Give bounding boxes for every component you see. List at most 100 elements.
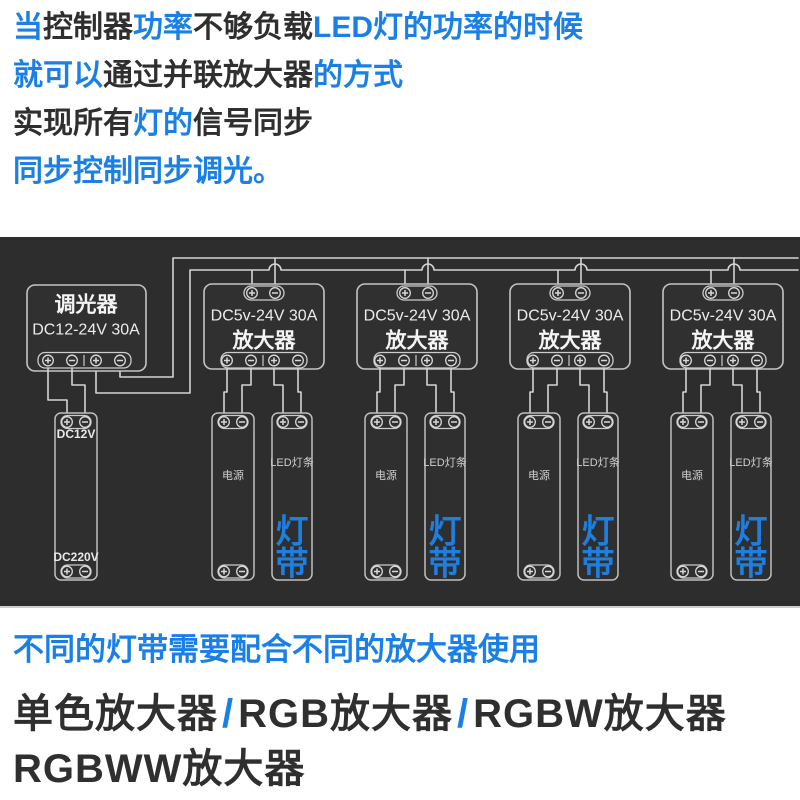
amplifier-box: [509, 283, 631, 370]
headline-segment: 信号同步: [193, 107, 313, 140]
headline-segment: 灯的: [133, 107, 193, 140]
headline-segment: 同步控制同步调光。: [13, 155, 283, 188]
led-strip-box: [424, 412, 466, 581]
negative-bus-wire: [119, 257, 799, 378]
amplifier-spec: DC5v-24V 30A: [211, 308, 318, 325]
led-tag-char-1: 灯: [429, 513, 462, 550]
headline-segment: 实现所有: [13, 107, 133, 140]
headline-segment: 功率: [133, 11, 193, 44]
psu-box: [54, 412, 98, 581]
led-strip-box: [730, 412, 772, 581]
amplifier-spec: DC5v-24V 30A: [670, 308, 777, 325]
terminal-strip: [370, 564, 402, 579]
footer-segment: RGBW放大器: [473, 692, 727, 736]
headline-line-2: 就可以通过并联放大器的方式: [13, 52, 583, 100]
power-strip-box: [211, 412, 255, 581]
amplifier-box: [356, 283, 478, 370]
terminal-strip: [217, 414, 249, 430]
psu-bottom-terminal-strip: [60, 564, 92, 579]
power-strip-box: [364, 412, 408, 581]
terminal-strip: [429, 414, 461, 430]
power-strip-label: 电源: [528, 468, 550, 482]
terminal-strip: [523, 414, 555, 430]
amplifier-unit-4: DC5v-24V 30A 放大器 电源 LED灯条 灯 带: [662, 257, 784, 582]
amp-output-wires: [529, 367, 608, 416]
headline-segment: LED灯的功率的时候: [313, 11, 583, 44]
dimmer-box: [26, 284, 147, 372]
power-strip-label: 电源: [681, 468, 703, 482]
amplifier-title: 放大器: [691, 329, 756, 353]
led-strip-label: LED灯条: [270, 455, 313, 469]
terminal-strip: [217, 564, 249, 579]
amp-output-wires: [682, 367, 761, 416]
amp-output-wires: [376, 367, 455, 416]
led-strip-box: [577, 412, 619, 581]
headline-segment: 当: [13, 11, 43, 44]
terminal-strip: [276, 414, 308, 430]
headline-block: 当控制器功率不够负载LED灯的功率的时候 就可以通过并联放大器的方式 实现所有灯…: [13, 4, 583, 196]
psu-top-terminal-strip: [60, 414, 92, 430]
footer-segment: RGB放大器: [238, 692, 454, 736]
led-tag-char-1: 灯: [582, 513, 615, 550]
led-tag-char-2: 带: [582, 545, 615, 582]
power-strip-box: [517, 412, 561, 581]
positive-bus-wire: [95, 263, 799, 394]
terminal-strip: [523, 564, 555, 579]
amplifier-spec: DC5v-24V 30A: [364, 308, 471, 325]
amp-output-terminal-strip: [679, 351, 767, 369]
headline-segment: 不够负载: [193, 11, 313, 44]
headline-segment: 通过并联放大器: [103, 59, 313, 92]
psu-input-label: DC220V: [53, 550, 98, 564]
footer-line-3: RGBWW放大器: [13, 747, 306, 791]
main-power-supply: DC12V DC220V: [53, 412, 99, 581]
headline-segment: 就可以: [13, 59, 103, 92]
footer-slash: /: [457, 692, 470, 736]
wiring-diagram: 调光器 DC12-24V 30A DC12V DC220V DC5v-24V 3…: [0, 237, 800, 608]
dimmer-terminal-strip: [37, 351, 132, 369]
amplifier-unit-1: DC5v-24V 30A 放大器 电源 LED灯条 灯 带: [203, 257, 325, 582]
led-strip-label: LED灯条: [576, 455, 619, 469]
headline-segment: 的方式: [313, 59, 403, 92]
headline-line-1: 当控制器功率不够负载LED灯的功率的时候: [13, 4, 583, 52]
led-strip-label: LED灯条: [423, 455, 466, 469]
power-strip-label: 电源: [375, 468, 397, 482]
amp-output-terminal-strip: [526, 351, 614, 369]
terminal-strip: [676, 564, 708, 579]
amp-input-terminal-strip: [396, 285, 438, 301]
amplifier-spec: DC5v-24V 30A: [517, 308, 624, 325]
headline-segment: 控制器: [43, 11, 133, 44]
amplifier-title: 放大器: [232, 329, 297, 353]
amplifier-unit-2: DC5v-24V 30A 放大器 电源 LED灯条 灯 带: [356, 257, 478, 582]
power-strip-label: 电源: [222, 468, 244, 482]
amplifier-box: [662, 283, 784, 370]
terminal-strip: [582, 414, 614, 430]
dimmer-spec: DC12-24V 30A: [32, 322, 140, 339]
amplifier-title: 放大器: [538, 329, 603, 353]
dimmer-unit: 调光器 DC12-24V 30A: [26, 284, 147, 416]
footer-segment: 单色放大器: [13, 692, 218, 736]
dimmer-title: 调光器: [55, 294, 119, 317]
panel-bottom-edge: [0, 606, 800, 608]
headline-line-3: 实现所有灯的信号同步: [13, 100, 583, 148]
amp-output-wires: [223, 367, 302, 416]
led-tag-char-2: 带: [429, 545, 462, 582]
amplifier-title: 放大器: [385, 329, 450, 353]
psu-output-label: DC12V: [57, 427, 96, 441]
power-strip-box: [670, 412, 714, 581]
led-tag-char-1: 灯: [735, 513, 768, 550]
footer-line-2: 单色放大器/RGB放大器/RGBW放大器: [13, 681, 727, 739]
footer-slash: /: [222, 692, 235, 736]
amp-input-terminal-strip: [243, 285, 285, 301]
terminal-strip: [370, 414, 402, 430]
led-strip-box: [271, 412, 313, 581]
amp-input-terminal-strip: [702, 285, 744, 301]
amp-input-terminal-strip: [549, 285, 591, 301]
led-tag-char-2: 带: [735, 545, 768, 582]
led-tag-char-2: 带: [276, 545, 309, 582]
terminal-strip: [735, 414, 767, 430]
led-tag-char-1: 灯: [276, 513, 309, 550]
headline-line-4: 同步控制同步调光。: [13, 148, 583, 196]
amplifier-box: [203, 283, 325, 370]
dimmer-to-psu-wires: [47, 367, 86, 416]
amplifier-unit-3: DC5v-24V 30A 放大器 电源 LED灯条 灯 带: [509, 257, 631, 582]
